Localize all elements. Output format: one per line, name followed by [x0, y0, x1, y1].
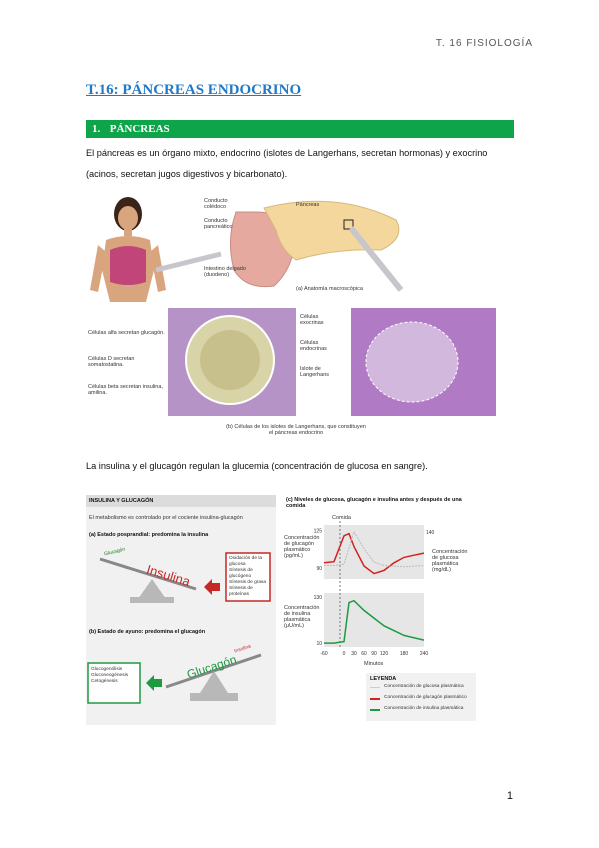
effect-b-3: Cetogénesis [91, 679, 118, 684]
x-axis-label: Minutos [364, 661, 384, 667]
running-header: T. 16 FISIOLOGÍA [435, 38, 533, 49]
glucose-tick-label: 140 [426, 530, 435, 536]
insulin-tick-label: 10 [316, 641, 322, 647]
label-islote: Islote de Langerhans [300, 366, 330, 378]
legend-glucose: Concentración de glucosa plasmática [384, 684, 464, 689]
caption-b: (b) Células de los islotes de Langerhans… [226, 424, 366, 436]
legend-insulin: Concentración de insulina plasmática [384, 706, 464, 711]
label-celulas-endocrinas: Células endocrinas [300, 340, 327, 352]
page-title: T.16: PÁNCREAS ENDOCRINO [86, 82, 302, 98]
x-tick-label: 180 [400, 651, 409, 657]
paragraph-glucemia: La insulina y el glucagón regulan la glu… [86, 461, 428, 471]
seesaw-insulin [99, 552, 271, 603]
panel-b-title: (b) Estado de ayuno: predomina el glucag… [89, 629, 206, 635]
x-tick-label: 60 [361, 651, 367, 657]
x-tick-label: 120 [380, 651, 389, 657]
x-tick-label: -60 [320, 651, 327, 657]
effects-list-b: Glucogenólisis Gluconeogénesis Cetogénes… [91, 667, 139, 685]
y-top-label: Concentración de glucagón plasmático (pg… [284, 535, 320, 559]
label-pancreas: Páncreas [296, 202, 320, 208]
effect-b-2: Gluconeogénesis [91, 673, 129, 678]
x-tick-label: 240 [420, 651, 429, 657]
legend-swatch-glucagon [370, 698, 380, 700]
panel-intro: El metabolismo es controlado por el coci… [89, 515, 243, 521]
label-celulas-d: Células D secretan somatostatina. [88, 356, 135, 368]
effects-list-a: Oxidación de la glucosa Síntesis de gluc… [229, 556, 271, 598]
x-tick-label: 0 [343, 651, 346, 657]
label-celulas-beta: Células beta secretan insulina, amilina. [88, 384, 163, 396]
insulin-glucagon-panel: INSULINA Y GLUCAGÓN El metabolismo es co… [86, 495, 276, 725]
effect-a-4: Síntesis de proteínas [229, 586, 253, 597]
caption-a: (a) Anatomía macroscópica [296, 286, 363, 292]
pancreas-anatomy-illustration [90, 197, 496, 416]
islet-cell-illustration [168, 308, 296, 416]
islet-micrograph [351, 308, 496, 416]
meal-label: Comida [332, 515, 351, 521]
insulin-tick-label: 130 [314, 595, 323, 601]
x-tick-label: 30 [351, 651, 357, 657]
panel-heading: INSULINA Y GLUCAGÓN [89, 498, 154, 504]
lower-plot-bg [324, 593, 424, 647]
label-conducto-pancreatico: Conducto pancreático [204, 218, 233, 230]
paragraph-intro: El páncreas es un órgano mixto, endocrin… [86, 148, 488, 179]
panel-a-title: (a) Estado posprandial: predomina la ins… [89, 532, 209, 538]
series-line-glucose [324, 530, 425, 568]
legend-swatch-glucose [370, 687, 380, 688]
section-heading-bar: 1. PÁNCREAS [86, 120, 514, 138]
x-tick-label: 90 [371, 651, 377, 657]
label-celulas-exocrinas: Células exocrinas [300, 314, 324, 326]
page-number: 1 [506, 790, 513, 802]
series-line-insulin [324, 599, 425, 644]
section-heading: PÁNCREAS [109, 123, 170, 135]
effect-a-2: Síntesis de glucógeno [229, 568, 253, 579]
pancreas-organ [230, 200, 400, 288]
seesaw-glucagon [87, 653, 262, 704]
chart-legend: LEYENDA Concentración de glucosa plasmát… [366, 673, 476, 721]
series-line-glucagon [323, 532, 425, 575]
effect-b-1: Glucogenólisis [91, 667, 123, 672]
pancreas-anatomy-figure: Conducto colédoco Conducto pancreático P… [86, 190, 516, 440]
legend-swatch-insulin [370, 709, 380, 711]
legend-glucagon: Concentración de glucagón plasmático [384, 695, 467, 700]
chart-title: (c) Niveles de glucosa, glucagón e insul… [286, 497, 462, 509]
glucagon-tick-label: 125 [314, 528, 323, 534]
woman-figure [90, 197, 166, 302]
glucagon-tick-label: 90 [316, 566, 322, 572]
section-number: 1. [92, 123, 101, 135]
legend-title: LEYENDA [370, 676, 397, 682]
y-top-right-label: Concentración de glucosa plasmática (mg/… [432, 549, 468, 573]
label-conducto-coledoco: Conducto colédoco [204, 198, 228, 210]
hormone-levels-chart-figure: (c) Niveles de glucosa, glucagón e insul… [284, 495, 480, 725]
y-bottom-label: Concentración de insulina plasmática (μU… [284, 605, 320, 629]
effect-a-1: Oxidación de la glucosa [229, 556, 263, 567]
label-celulas-alfa: Células alfa secretan glucagón. [88, 330, 165, 336]
label-intestino: Intestino delgado (duodeno) [204, 266, 246, 278]
upper-plot-bg [324, 525, 424, 579]
effect-a-3: Síntesis de grasa [229, 580, 267, 585]
